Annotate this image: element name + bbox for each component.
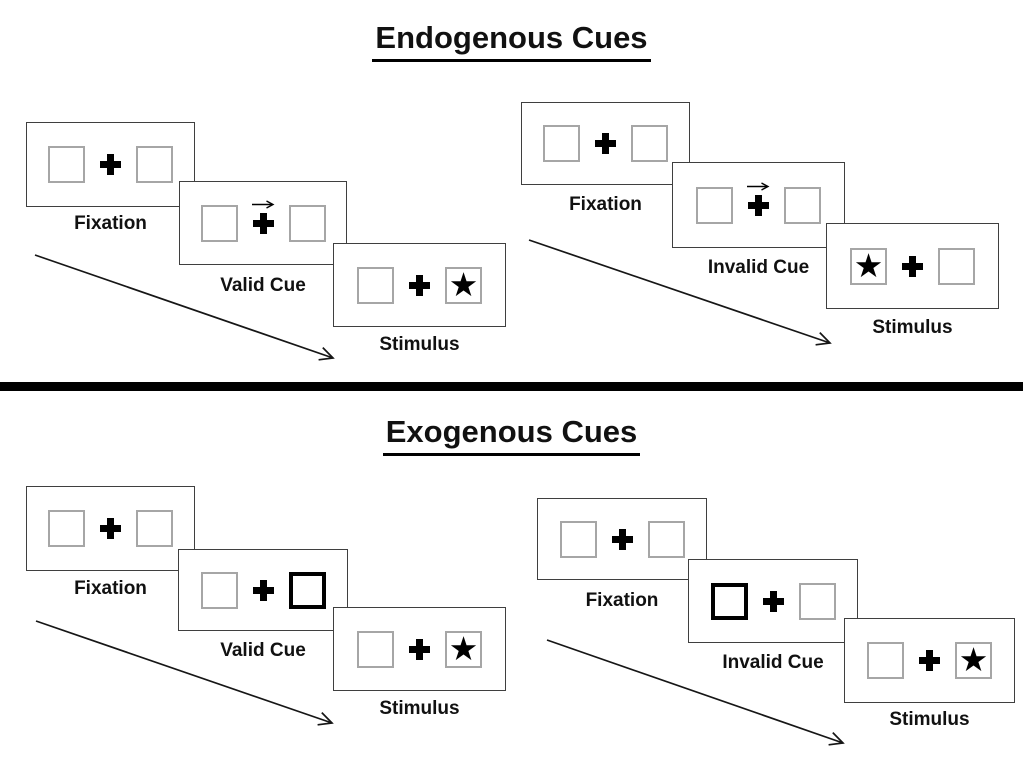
placeholder-box-right xyxy=(938,247,975,285)
placeholder-box-left xyxy=(200,204,238,242)
cue-cross-wrap xyxy=(251,199,274,234)
fixation-screen-panel xyxy=(537,498,707,580)
placeholder-box-left xyxy=(48,146,85,183)
star-target-icon: ★ xyxy=(958,640,989,679)
section-divider xyxy=(0,382,1023,391)
exogenous-title-row: Exogenous Cues xyxy=(0,414,1023,456)
placeholder-box-left xyxy=(867,642,904,679)
placeholder-box-right xyxy=(288,204,326,242)
step-label-stimulus: Stimulus xyxy=(379,334,460,355)
step-label-fixation: Fixation xyxy=(585,590,659,611)
star-target-icon: ★ xyxy=(853,245,884,285)
endogenous-cues-title: Endogenous Cues xyxy=(372,20,651,62)
step-label-invalid-cue: Invalid Cue xyxy=(707,257,810,278)
cue-cross-wrap xyxy=(747,181,770,216)
stimulus-screen-panel: ★ xyxy=(333,243,506,327)
fixation-cross-icon xyxy=(100,154,121,175)
step-label-stimulus: Stimulus xyxy=(872,317,953,338)
timeline-arrow xyxy=(546,639,845,746)
placeholder-box-left xyxy=(357,630,394,668)
step-label-valid-cue: Valid Cue xyxy=(220,640,306,661)
step-label-valid-cue: Valid Cue xyxy=(220,275,306,296)
placeholder-box-left xyxy=(559,520,597,558)
timeline-arrow xyxy=(528,239,832,346)
target-star-box: ★ xyxy=(445,264,482,304)
placeholder-box-left xyxy=(543,125,580,162)
fixation-cross-icon xyxy=(595,133,616,154)
step-label-stimulus: Stimulus xyxy=(889,709,970,730)
target-star-box: ★ xyxy=(445,628,482,668)
star-target-icon: ★ xyxy=(448,628,479,668)
stimulus-screen-panel: ★ xyxy=(844,618,1015,703)
placeholder-box-right xyxy=(798,582,836,620)
placeholder-box-left xyxy=(48,510,85,547)
right-arrow-cue-icon xyxy=(747,181,770,191)
placeholder-box-left xyxy=(200,571,238,609)
step-label-stimulus: Stimulus xyxy=(379,698,460,719)
step-label-fixation: Fixation xyxy=(74,578,147,599)
fixation-cross-icon xyxy=(902,255,923,277)
invalid-cue-screen-panel xyxy=(688,559,858,643)
invalid-cue-screen-panel xyxy=(672,162,845,248)
fixation-cross-icon xyxy=(409,638,430,660)
target-star-box: ★ xyxy=(955,642,992,679)
placeholder-box-right xyxy=(647,520,685,558)
placeholder-box-right xyxy=(631,125,668,162)
placeholder-box-right xyxy=(136,146,173,183)
highlighted-cue-box-right xyxy=(288,571,326,609)
fixation-cross-icon xyxy=(611,528,633,550)
fixation-cross-icon xyxy=(252,579,274,601)
fixation-cross-icon xyxy=(762,590,784,612)
fixation-screen-panel xyxy=(521,102,690,185)
fixation-screen-panel xyxy=(26,486,195,571)
valid-cue-screen-panel xyxy=(179,181,347,265)
stimulus-screen-panel: ★ xyxy=(333,607,506,691)
valid-cue-screen-panel xyxy=(178,549,348,631)
highlighted-cue-box-left xyxy=(710,582,748,620)
fixation-cross-icon xyxy=(919,650,940,671)
step-label-fixation: Fixation xyxy=(74,213,147,234)
placeholder-box-left xyxy=(357,266,394,304)
right-arrow-cue-icon xyxy=(251,199,274,209)
fixation-screen-panel xyxy=(26,122,195,207)
endogenous-title-row: Endogenous Cues xyxy=(0,20,1023,62)
target-star-box: ★ xyxy=(850,245,887,285)
placeholder-box-right xyxy=(136,510,173,547)
timeline-arrow xyxy=(35,620,334,726)
fixation-cross-icon xyxy=(100,518,121,539)
stimulus-screen-panel: ★ xyxy=(826,223,999,309)
placeholder-box-right xyxy=(784,186,821,224)
star-target-icon: ★ xyxy=(448,264,479,304)
exogenous-cues-title: Exogenous Cues xyxy=(382,414,641,456)
step-label-invalid-cue: Invalid Cue xyxy=(722,652,824,673)
fixation-cross-icon xyxy=(409,274,430,296)
placeholder-box-left xyxy=(696,186,733,224)
step-label-fixation: Fixation xyxy=(569,194,642,215)
timeline-arrow xyxy=(34,254,335,361)
